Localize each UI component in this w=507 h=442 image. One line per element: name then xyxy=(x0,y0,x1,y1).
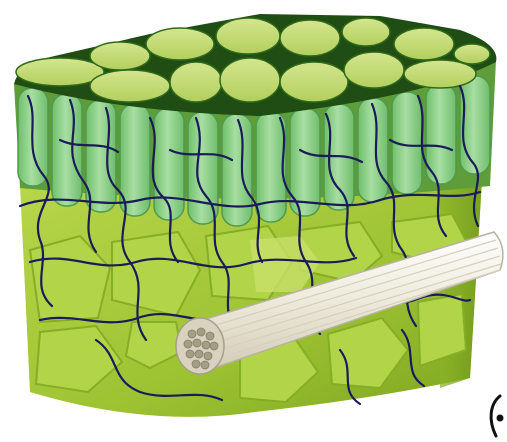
bundle-end-cell xyxy=(195,350,203,358)
epidermal-cell xyxy=(454,44,490,64)
bundle-end-cell xyxy=(197,328,205,336)
epidermal-cell xyxy=(280,62,348,102)
epidermal-cell xyxy=(170,62,222,102)
epidermal-cell xyxy=(90,70,170,102)
epidermal-cell xyxy=(342,18,390,46)
corner-mark-dot xyxy=(497,415,504,422)
epidermal-cell xyxy=(344,52,404,88)
bundle-end-cell xyxy=(192,360,200,368)
corner-mark-icon xyxy=(491,396,503,436)
palisade-cell xyxy=(222,114,252,226)
palisade-cell xyxy=(358,98,388,202)
bundle-end-cell xyxy=(204,352,212,360)
epidermal-cell xyxy=(404,60,476,88)
epidermal-cell xyxy=(280,20,340,56)
bundle-end-cell xyxy=(186,350,194,358)
epidermal-cell xyxy=(216,18,280,54)
epidermal-cell xyxy=(220,58,280,102)
palisade-cell xyxy=(52,94,82,206)
epidermal-cell xyxy=(90,42,150,70)
bundle-end-cell xyxy=(201,361,209,369)
epidermal-cell xyxy=(146,28,214,60)
bundle-end-cell xyxy=(206,332,214,340)
palisade-cell xyxy=(460,76,490,174)
palisade-cell xyxy=(256,112,286,222)
bundle-end-cell xyxy=(193,339,201,347)
bundle-end-cell xyxy=(188,330,196,338)
bundle-end-cell xyxy=(202,341,210,349)
bundle-end-cell xyxy=(184,340,192,348)
epidermal-cell xyxy=(394,28,454,60)
bundle-end-cell xyxy=(210,342,218,350)
